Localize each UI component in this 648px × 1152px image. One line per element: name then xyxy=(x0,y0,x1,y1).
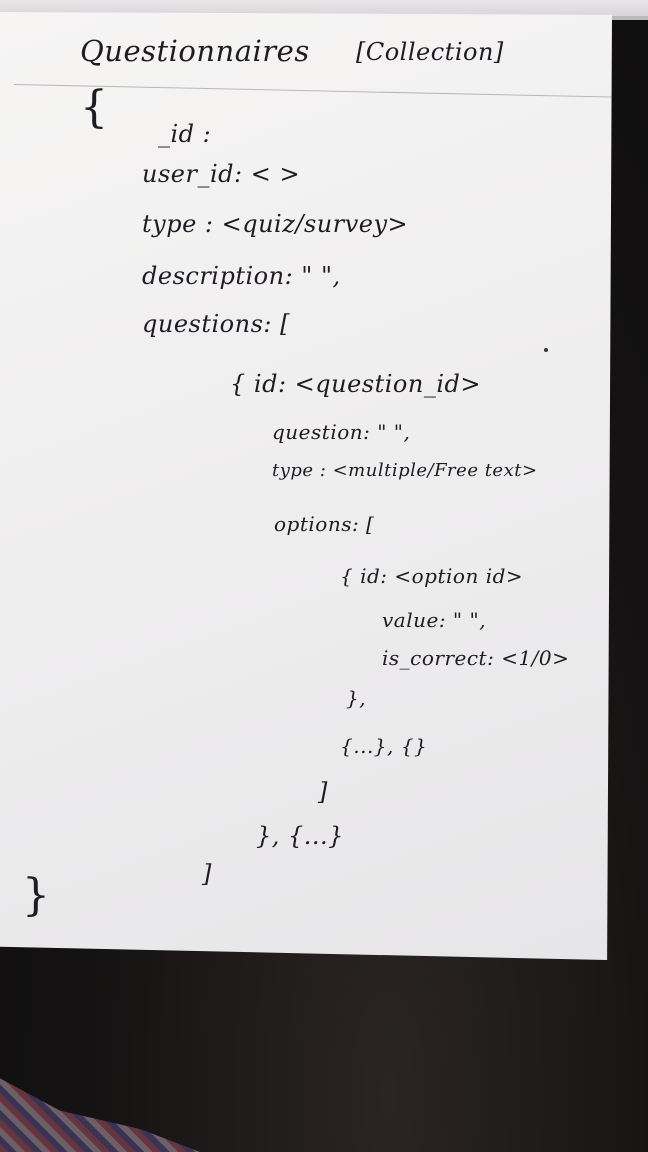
question-type-field: type : <multiple/Free text> xyxy=(272,460,538,481)
options-close-bracket: ] xyxy=(318,778,328,806)
question-text-field: question: " ", xyxy=(272,420,411,444)
question-id-field: { id: <question_id> xyxy=(230,370,481,398)
option-is-correct-field: is_correct: <1/0> xyxy=(382,646,570,670)
more-options: {...}, {} xyxy=(340,734,428,758)
close-brace: } xyxy=(22,870,51,921)
questions-field: questions: [ xyxy=(142,310,290,338)
options-field: options: [ xyxy=(274,512,375,536)
page-title: Questionnaires xyxy=(80,34,310,68)
option-id-field: { id: <option id> xyxy=(340,564,524,588)
open-brace: { xyxy=(80,82,109,133)
questions-close-bracket: ] xyxy=(202,860,212,888)
ink-dot xyxy=(544,348,548,352)
user-id-field: user_id: < > xyxy=(142,160,301,188)
option-value-field: value: " ", xyxy=(382,608,487,632)
type-field: type : <quiz/survey> xyxy=(142,210,409,238)
more-questions: }, {...} xyxy=(256,822,344,850)
collection-label: [Collection] xyxy=(356,38,504,66)
option-close-brace: }, xyxy=(346,686,367,710)
paper-sheet: Questionnaires [Collection] { _id : user… xyxy=(0,12,612,960)
description-field: description: " ", xyxy=(142,262,341,290)
id-field: _id : xyxy=(158,120,212,148)
